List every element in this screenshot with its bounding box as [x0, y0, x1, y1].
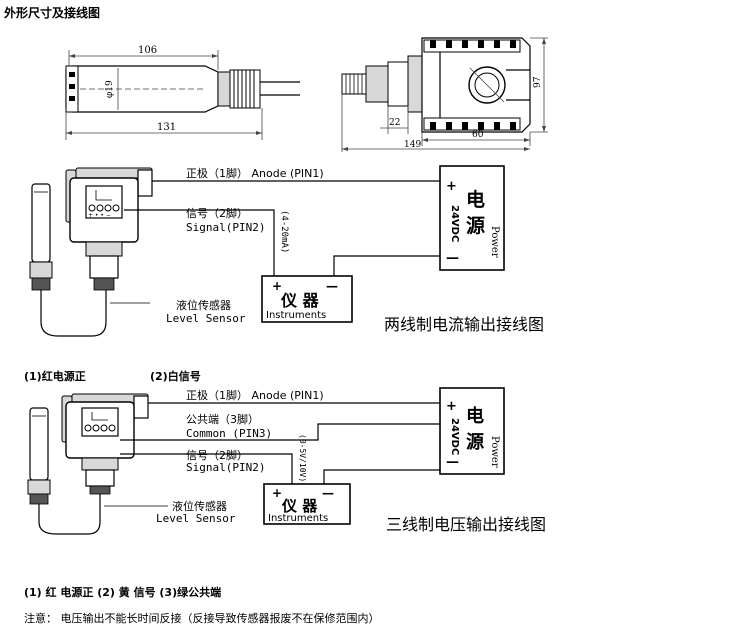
- three-wire-instr-minus: —: [322, 486, 334, 500]
- two-wire-sensor-cn: 液位传感器: [176, 298, 231, 312]
- three-wire-power-v: 24VDC: [449, 418, 460, 455]
- two-wire-signal-en: Signal(PIN2): [186, 221, 265, 234]
- three-wire-instr-en: Instruments: [268, 513, 328, 524]
- three-wire-power-cn-2: 源: [466, 431, 484, 453]
- two-wire-power-v: 24VDC: [449, 205, 460, 242]
- three-wire-power-cn-1: 电: [466, 405, 484, 427]
- two-wire-title: 两线制电流输出接线图: [384, 315, 544, 334]
- three-wire-instr-plus: +: [272, 486, 282, 500]
- two-wire-power-cn-2: 源: [466, 214, 485, 237]
- dim-149: 149: [404, 140, 421, 150]
- three-wire-sensor-en: Level Sensor: [156, 512, 236, 525]
- transmitter-head: [61, 393, 149, 495]
- three-wire-range: (0-5V/10V): [298, 434, 307, 482]
- sensor-probe-drawing: 106 φ19 131: [65, 45, 300, 140]
- two-wire-instr-en: Instruments: [266, 310, 326, 321]
- three-wire-power-minus: —: [446, 455, 459, 470]
- two-wire-signal-cn: 信号（2脚）: [186, 206, 248, 220]
- dim-60: 60: [472, 130, 484, 140]
- two-wire-power-minus: —: [446, 251, 459, 266]
- three-wire-power-en: Power: [489, 436, 500, 468]
- three-wire-common-en: Common (PIN3): [186, 427, 272, 440]
- three-wire-common-cn: 公共端（3脚）: [186, 412, 259, 426]
- two-wire-power-plus: +: [446, 179, 457, 194]
- three-wire-power-plus: +: [446, 399, 457, 414]
- level-sensor-probe: [29, 183, 107, 337]
- three-wire-instr-cn: 仪 器: [281, 497, 318, 515]
- three-wire-instruments-box: [263, 483, 351, 525]
- three-wire-anode-label: 正极（1脚） Anode (PIN1): [186, 388, 324, 402]
- two-wire-instruments-box: [261, 275, 353, 323]
- two-wire-sensor-en: Level Sensor: [166, 312, 246, 325]
- note-text: 注意： 电压输出不能长时间反接（反接导致传感器报废不在保修范围内）: [24, 611, 380, 625]
- transmitter-head: + • • −: [65, 167, 153, 291]
- two-wire-instr-cn: 仪 器: [280, 291, 320, 310]
- legend-2: (1) 红 电源正 (2) 黄 信号 (3)绿公共端: [24, 585, 221, 599]
- legend-1-item2: (2)白信号: [150, 369, 201, 383]
- three-wire-power-box: [439, 387, 505, 475]
- legend-1-item1: (1)红电源正: [24, 369, 86, 383]
- three-wire-signal-cn: 信号（2脚）: [186, 448, 248, 462]
- two-wire-power-cn-1: 电: [466, 188, 485, 211]
- dim-phi19: φ19: [105, 80, 115, 98]
- two-wire-power-box: [439, 165, 505, 271]
- two-wire-range: (4-20mA): [279, 210, 289, 253]
- three-wire-diagram: 正极（1脚） Anode (PIN1) 公共端（3脚） Common (PIN3…: [27, 387, 546, 535]
- two-wire-instr-plus: +: [272, 279, 282, 293]
- two-wire-instr-minus: —: [326, 279, 338, 293]
- three-wire-title: 三线制电压输出接线图: [386, 515, 546, 534]
- dim-131: 131: [157, 122, 176, 133]
- two-wire-diagram: + • • − 正极（1脚） Anode (PIN1) 信号（2脚） Signa…: [29, 165, 544, 337]
- dim-97: 97: [533, 76, 543, 88]
- three-wire-sensor-cn: 液位传感器: [172, 499, 227, 513]
- three-wire-signal-en: Signal(PIN2): [186, 461, 265, 474]
- level-sensor-probe: [27, 407, 101, 535]
- transmitter-housing-drawing: 97 22 60 149: [341, 37, 548, 152]
- two-wire-power-en: Power: [489, 226, 500, 258]
- dim-22: 22: [389, 118, 400, 128]
- two-wire-anode-label: 正极（1脚） Anode (PIN1): [186, 166, 324, 180]
- svg-text:+ • • −: + • • −: [88, 212, 111, 219]
- page-title: 外形尺寸及接线图: [4, 5, 100, 20]
- dim-106: 106: [138, 45, 157, 56]
